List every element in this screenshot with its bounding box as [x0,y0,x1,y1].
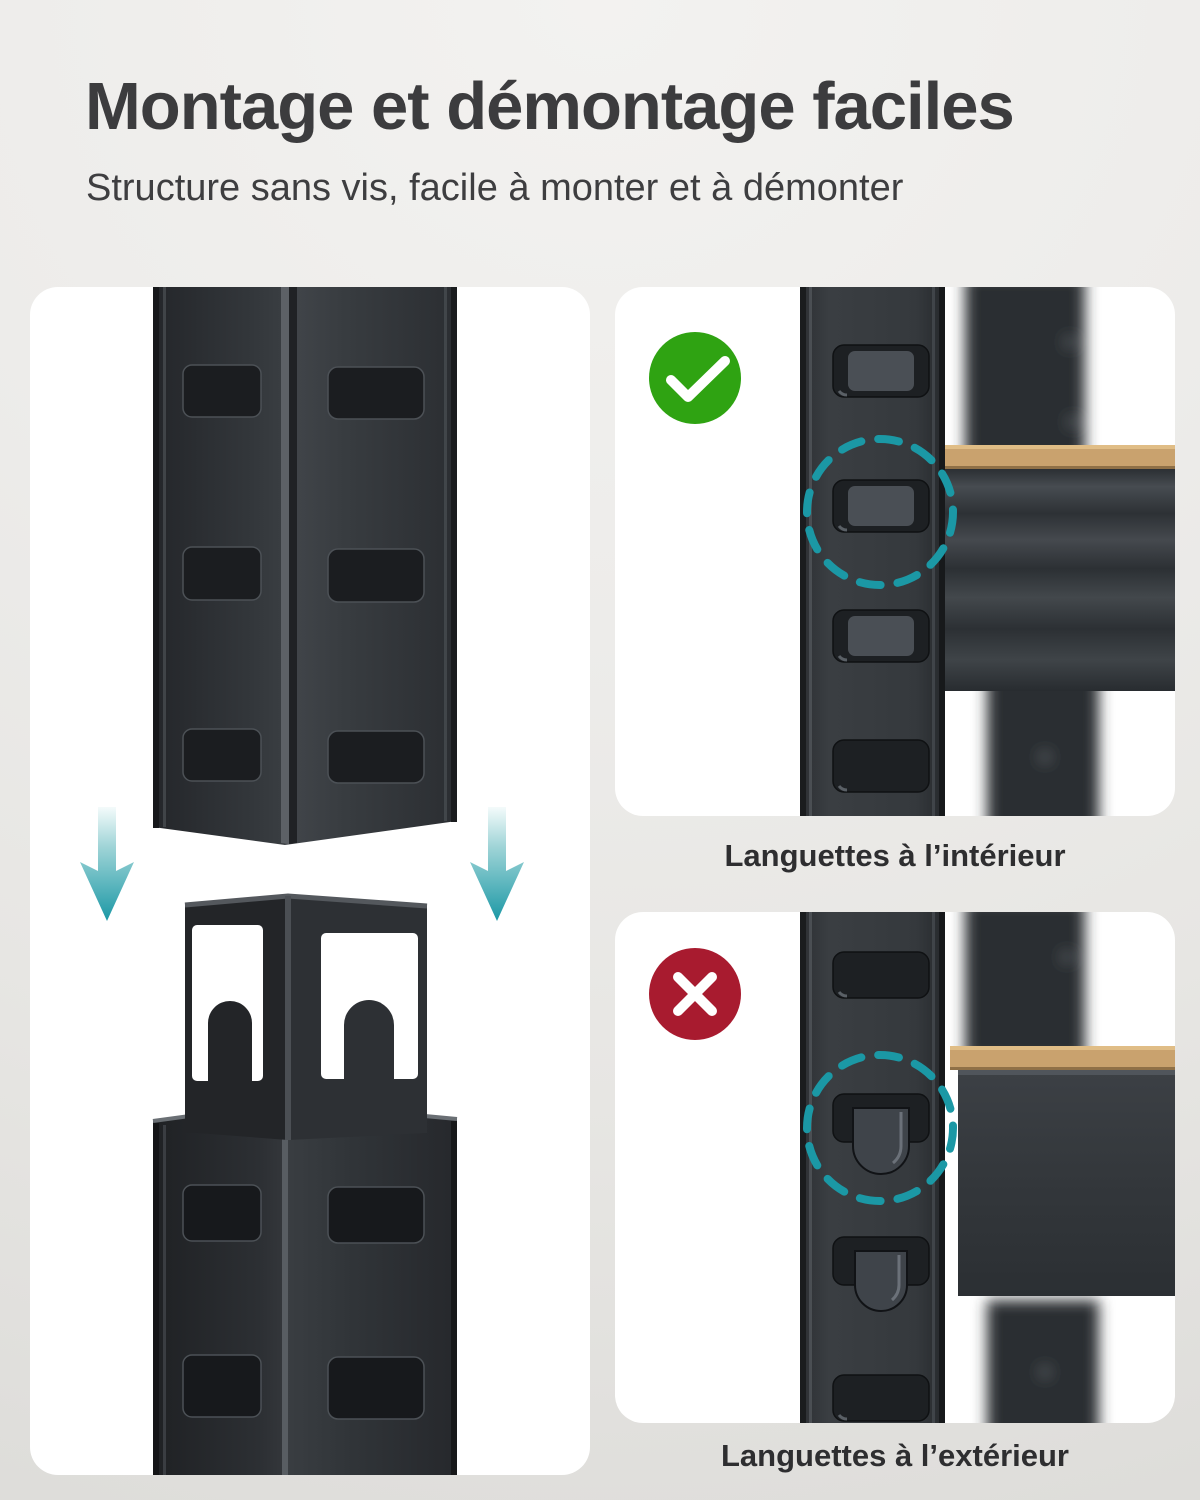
outside-tab [852,1107,910,1312]
assembly-panel [30,287,590,1475]
background-post [965,287,1099,816]
assembly-illustration [80,287,524,1475]
tabs-inside-illustration [649,287,1175,816]
shelf-beam [943,469,1175,691]
page-subtitle: Structure sans vis, facile à monter et à… [86,167,904,209]
incorrect-panel [615,912,1175,1423]
cross-circle-icon [649,948,741,1040]
caption-tabs-inside: Languettes à l’intérieur [724,838,1066,873]
correct-panel [615,287,1175,816]
shelf-board [950,1046,1175,1296]
inside-tab [848,351,914,656]
shelf-beam [958,1070,1175,1296]
lower-corner-post [152,1100,458,1475]
tabs-outside-illustration [649,912,1175,1423]
dashed-circle-highlight [803,1051,957,1205]
upper-corner-post [153,287,457,845]
down-arrow-icon-right [470,807,524,921]
background-post [965,912,1099,1423]
page-title: Montage et démontage faciles [85,69,1015,144]
shelf-upright-post [800,912,945,1423]
dashed-circle-highlight [803,435,957,589]
shelf-upright-post [800,287,945,816]
caption-tabs-outside: Languettes à l’extérieur [720,1438,1069,1473]
corner-connector [184,893,428,1140]
check-circle-icon [649,332,741,424]
shelf-board [943,445,1175,691]
down-arrow-icon-left [80,807,134,921]
